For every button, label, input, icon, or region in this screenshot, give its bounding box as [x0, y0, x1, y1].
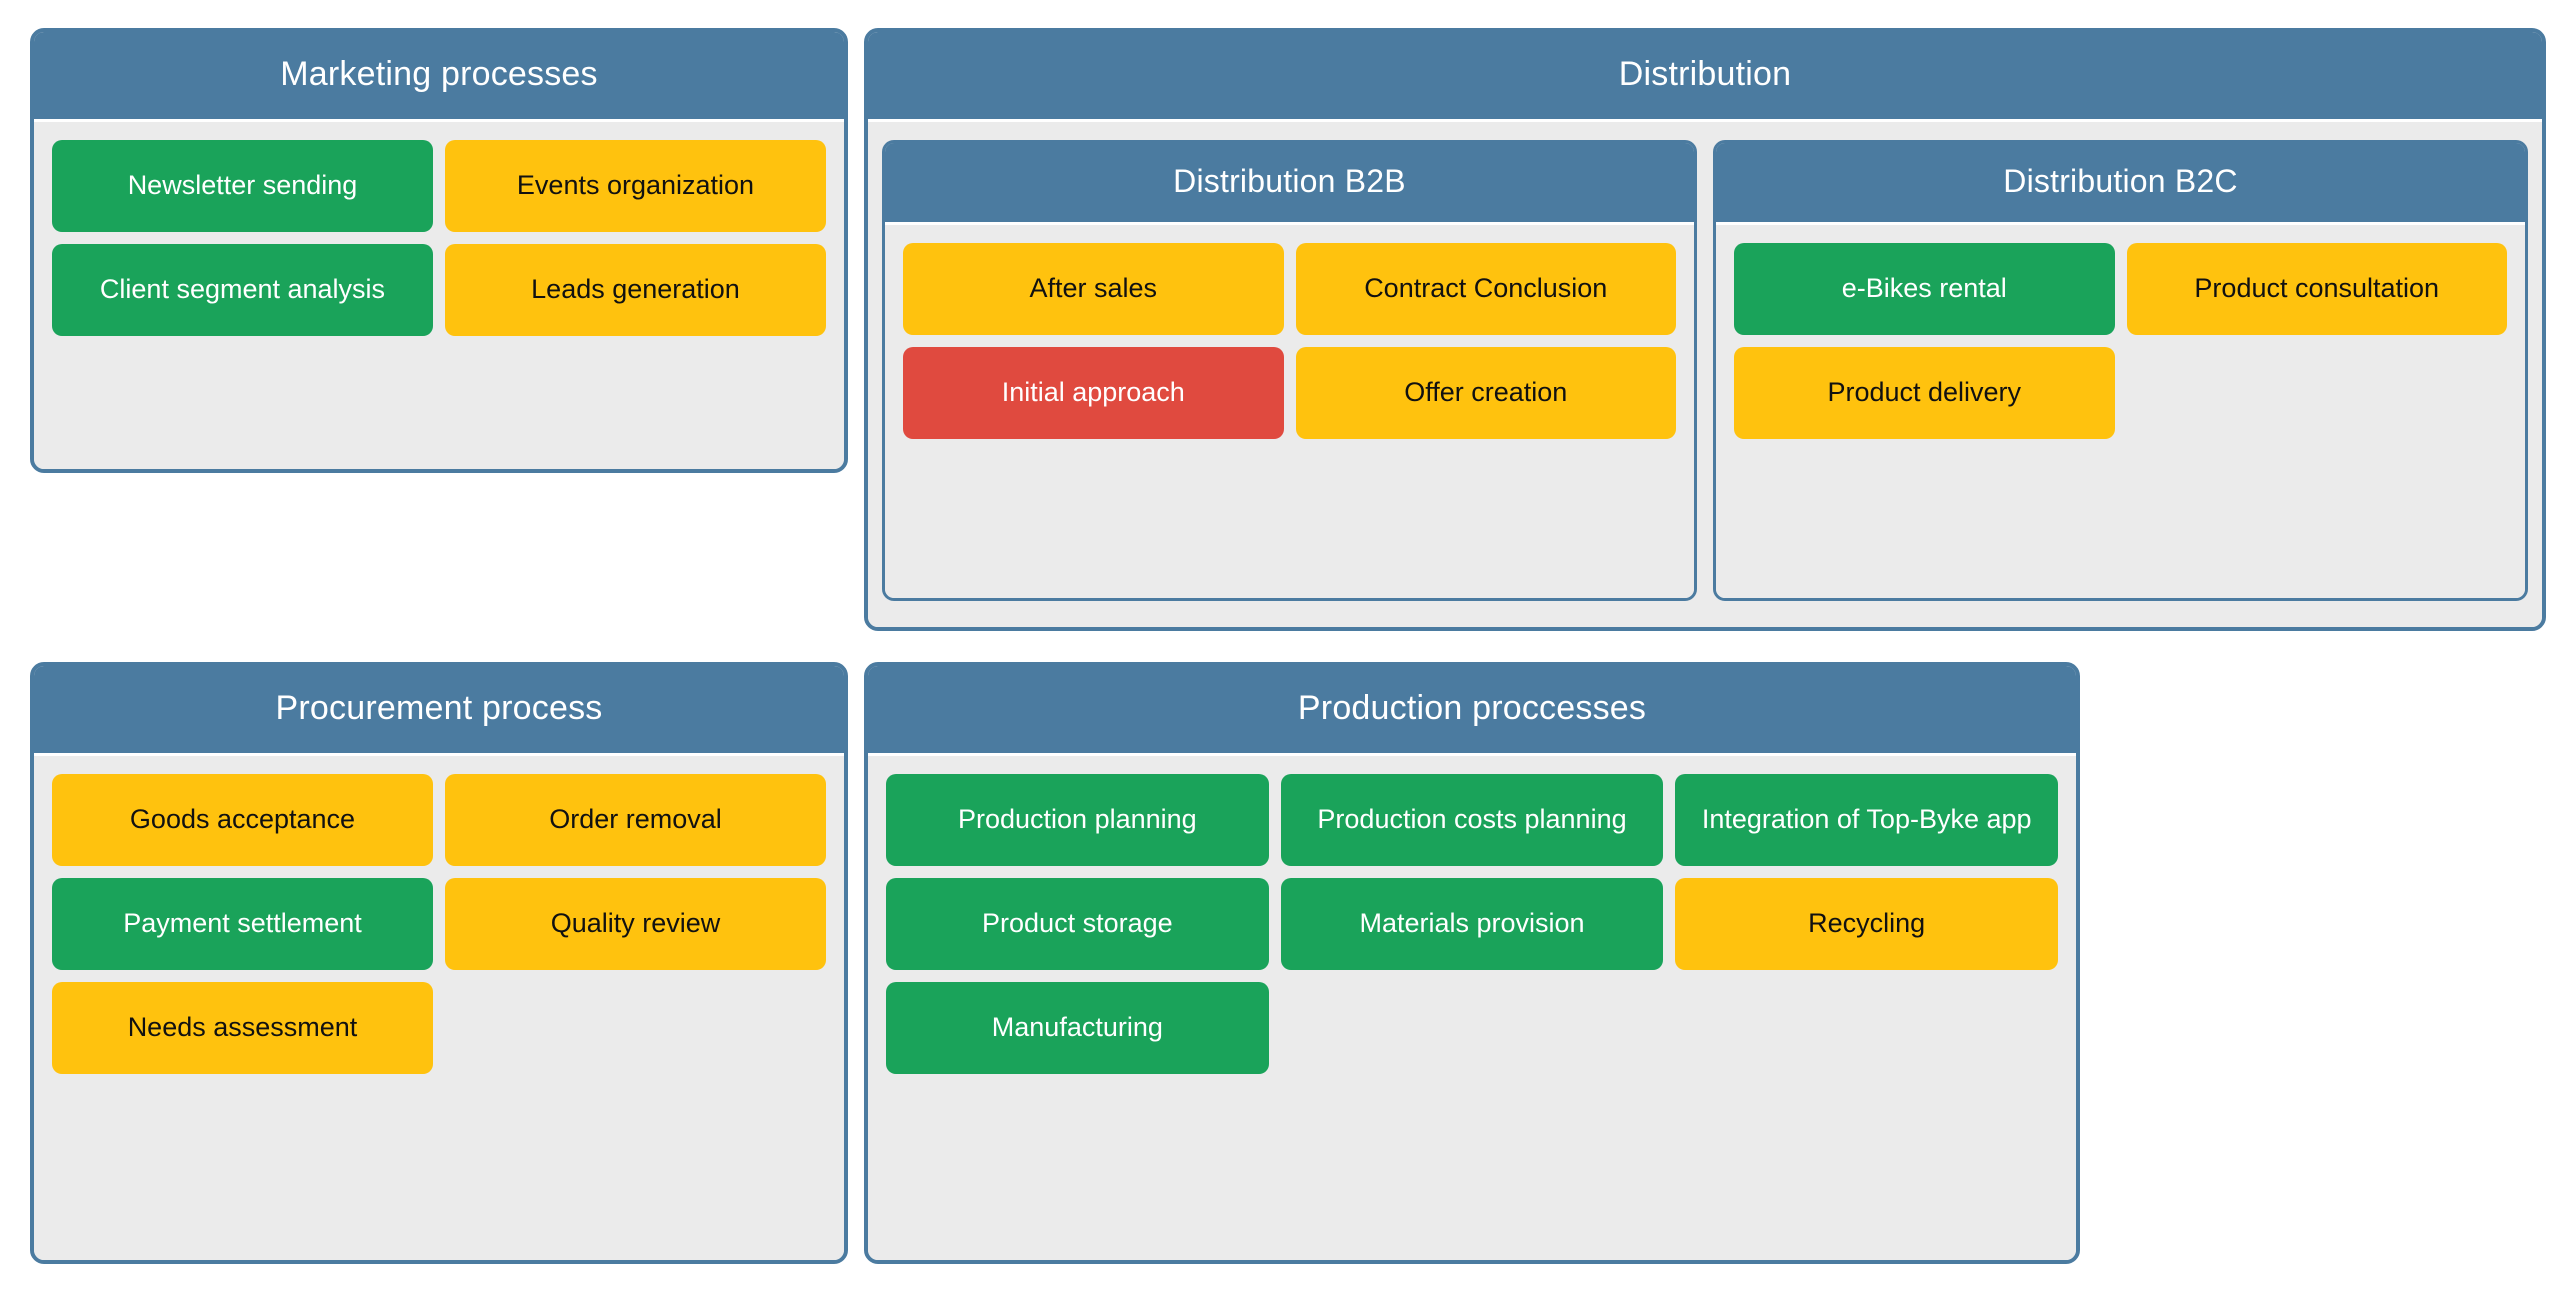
tile-row: Newsletter sending Events organization	[52, 140, 826, 232]
process-tile[interactable]: After sales	[903, 243, 1284, 335]
panel-body-marketing-processes: Newsletter sending Events organization C…	[34, 119, 844, 469]
tile-row: Client segment analysis Leads generation	[52, 244, 826, 336]
process-tile[interactable]: Order removal	[445, 774, 826, 866]
process-tile[interactable]: Contract Conclusion	[1295, 243, 1676, 335]
subpanel-row-distribution: Distribution B2B After sales Contract Co…	[882, 140, 2528, 601]
process-tile[interactable]: Newsletter sending	[52, 140, 433, 232]
panel-title-distribution: Distribution	[868, 32, 2542, 119]
process-tile[interactable]: Product consultation	[2126, 243, 2507, 335]
panel-production-processes[interactable]: Production proccesses Production plannin…	[864, 662, 2080, 1264]
panel-procurement-process[interactable]: Procurement process Goods acceptance Ord…	[30, 662, 848, 1264]
tile-grid-b2b: After sales Contract Conclusion Initial …	[903, 243, 1676, 439]
panel-distribution[interactable]: Distribution Distribution B2B After sale…	[864, 28, 2546, 631]
tile-row: e-Bikes rental Product consultation	[1734, 243, 2507, 335]
process-tile[interactable]: Integration of Top-Byke app	[1675, 774, 2059, 866]
tile-grid-marketing: Newsletter sending Events organization C…	[52, 140, 826, 336]
process-tile[interactable]: Manufacturing	[886, 982, 1269, 1074]
tile-row: Production planning Production costs pla…	[886, 774, 2059, 866]
panel-title-production-processes: Production proccesses	[868, 666, 2076, 753]
tile-placeholder	[1281, 982, 1664, 1074]
process-tile[interactable]: Needs assessment	[52, 982, 433, 1074]
tile-placeholder	[1675, 982, 2058, 1074]
panel-marketing-processes[interactable]: Marketing processes Newsletter sending E…	[30, 28, 848, 473]
process-tile[interactable]: Events organization	[445, 140, 826, 232]
subpanel-title-distribution-b2c: Distribution B2C	[1716, 143, 2525, 222]
tile-grid-production: Production planning Production costs pla…	[886, 774, 2059, 1074]
process-tile[interactable]: Materials provision	[1280, 878, 1664, 970]
process-tile[interactable]: Production planning	[886, 774, 1269, 866]
tile-row: Needs assessment	[52, 982, 826, 1074]
panel-title-marketing-processes: Marketing processes	[34, 32, 844, 119]
tile-row: Product delivery	[1734, 347, 2507, 439]
panel-body-procurement-process: Goods acceptance Order removal Payment s…	[34, 753, 844, 1260]
tile-row: Goods acceptance Order removal	[52, 774, 826, 866]
tile-row: After sales Contract Conclusion	[903, 243, 1676, 335]
tile-row: Product storage Materials provision Recy…	[886, 878, 2059, 970]
process-tile[interactable]: Offer creation	[1295, 347, 1676, 439]
subpanel-title-distribution-b2b: Distribution B2B	[885, 143, 1694, 222]
panel-body-production-processes: Production planning Production costs pla…	[868, 753, 2076, 1260]
tile-row: Initial approach Offer creation	[903, 347, 1676, 439]
process-tile[interactable]: Goods acceptance	[52, 774, 433, 866]
process-tile[interactable]: Leads generation	[445, 244, 826, 336]
tile-row: Manufacturing	[886, 982, 2058, 1074]
subpanel-body-distribution-b2c: e-Bikes rental Product consultation Prod…	[1716, 222, 2525, 598]
process-tile[interactable]: Client segment analysis	[52, 244, 433, 336]
process-tile[interactable]: Recycling	[1675, 878, 2059, 970]
process-tile[interactable]: e-Bikes rental	[1734, 243, 2115, 335]
tile-placeholder	[2127, 347, 2508, 439]
subpanel-distribution-b2c[interactable]: Distribution B2C e-Bikes rental Product …	[1713, 140, 2528, 601]
tile-row: Payment settlement Quality review	[52, 878, 826, 970]
panel-body-distribution: Distribution B2B After sales Contract Co…	[868, 119, 2542, 627]
process-tile[interactable]: Product delivery	[1734, 347, 2115, 439]
process-tile[interactable]: Quality review	[445, 878, 826, 970]
tile-grid-b2c: e-Bikes rental Product consultation Prod…	[1734, 243, 2507, 439]
process-tile[interactable]: Initial approach	[903, 347, 1284, 439]
process-tile[interactable]: Payment settlement	[52, 878, 433, 970]
process-tile[interactable]: Production costs planning	[1280, 774, 1664, 866]
panel-title-procurement-process: Procurement process	[34, 666, 844, 753]
tile-grid-procurement: Goods acceptance Order removal Payment s…	[52, 774, 826, 1074]
tile-placeholder	[445, 982, 826, 1074]
process-tile[interactable]: Product storage	[886, 878, 1269, 970]
subpanel-distribution-b2b[interactable]: Distribution B2B After sales Contract Co…	[882, 140, 1697, 601]
subpanel-body-distribution-b2b: After sales Contract Conclusion Initial …	[885, 222, 1694, 598]
